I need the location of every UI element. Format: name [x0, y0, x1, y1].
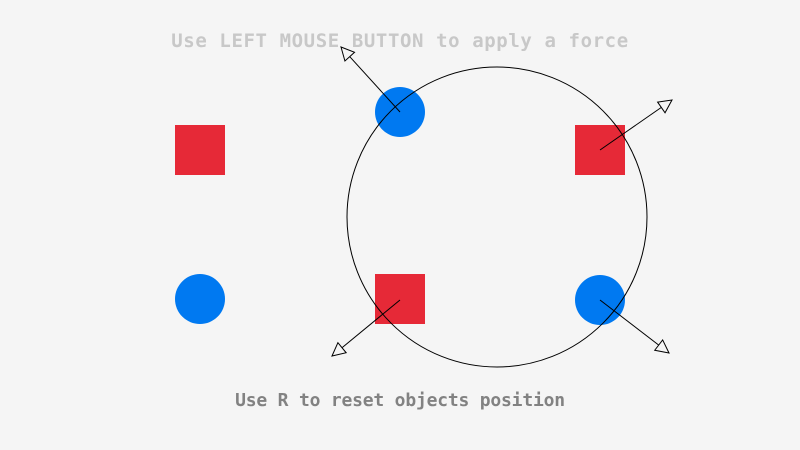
blue-circle-bottom-left[interactable]	[175, 274, 225, 324]
force-arrow-red-square-bottom-middle-line	[338, 299, 401, 351]
red-square-bottom-middle[interactable]	[375, 274, 425, 324]
force-arrow-red-square-right-head	[656, 99, 673, 114]
force-arrow-blue-circle-bottom-right-head	[653, 338, 670, 354]
red-square-top-left[interactable]	[175, 125, 225, 175]
force-arrow-blue-circle-top-line	[346, 53, 401, 113]
force-arrow-red-square-bottom-middle-head	[331, 341, 348, 357]
force-arrow-blue-circle-bottom-right-line	[599, 299, 663, 348]
force-arrow-red-square-right-line	[599, 104, 665, 151]
boundary-circle	[346, 66, 648, 368]
force-arrow-blue-circle-top-head	[340, 46, 356, 62]
